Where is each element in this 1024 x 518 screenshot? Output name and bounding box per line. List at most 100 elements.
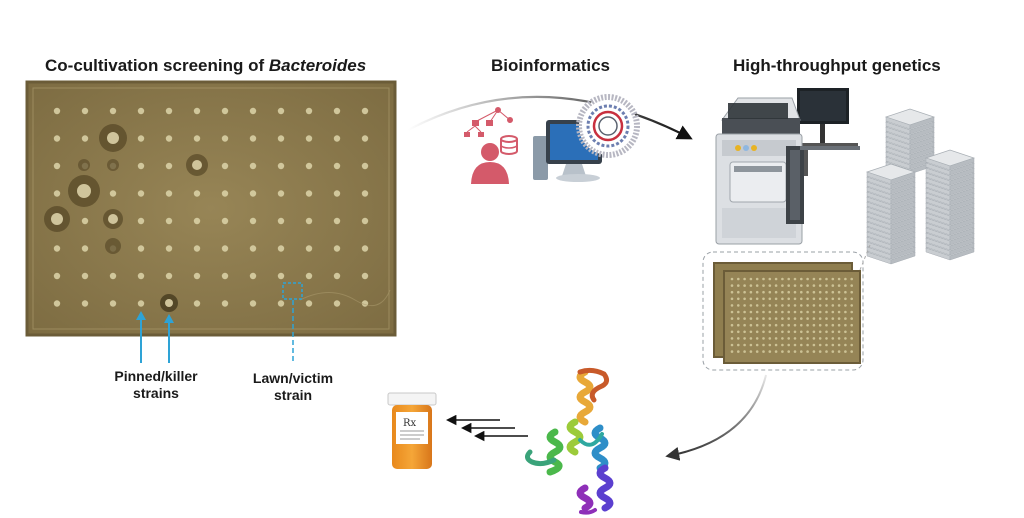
colony xyxy=(277,135,285,142)
arrows-to-drug xyxy=(445,414,528,442)
pinned-label-line2: strains xyxy=(133,385,179,401)
genetics-plates xyxy=(702,251,864,371)
colony xyxy=(81,300,89,307)
colony xyxy=(193,135,201,142)
colony xyxy=(165,190,173,197)
robot-icon xyxy=(715,88,860,245)
colony xyxy=(221,245,229,252)
screening-title: Co-cultivation screening of Bacteroides xyxy=(45,56,366,76)
colony xyxy=(333,217,341,225)
colony xyxy=(221,107,229,115)
colony xyxy=(277,245,285,252)
lawn-strain-label: Lawn/victim strain xyxy=(238,370,348,404)
colony xyxy=(137,272,145,280)
colony xyxy=(361,135,369,142)
plate-stack-icon xyxy=(865,108,976,265)
colony xyxy=(249,245,257,252)
colony xyxy=(221,190,229,197)
agar-plate xyxy=(25,80,397,337)
colony xyxy=(305,107,313,115)
flow-arrow-bottom xyxy=(665,374,767,461)
database-icon xyxy=(500,135,518,155)
colony xyxy=(333,107,341,115)
colony xyxy=(305,245,313,252)
colony xyxy=(53,245,61,252)
lawn-strain-marker xyxy=(282,282,303,363)
colony xyxy=(53,162,61,170)
colony xyxy=(249,272,257,280)
colony xyxy=(81,245,89,252)
genome-map-icon xyxy=(576,94,640,158)
colony xyxy=(137,162,145,170)
colony xyxy=(165,245,173,252)
colony xyxy=(305,217,313,225)
colony xyxy=(53,272,61,280)
colony xyxy=(221,272,229,280)
colony xyxy=(305,300,313,307)
colony xyxy=(333,190,341,197)
colony xyxy=(361,162,369,170)
colony xyxy=(333,245,341,252)
colony xyxy=(221,162,229,170)
colony xyxy=(53,190,61,197)
colony xyxy=(361,245,369,252)
colony xyxy=(81,135,89,142)
colony xyxy=(277,272,285,280)
colony xyxy=(193,217,201,225)
colony xyxy=(305,135,313,142)
colony xyxy=(109,190,117,197)
colony xyxy=(277,162,285,170)
colony xyxy=(249,190,257,197)
colony xyxy=(53,300,61,307)
colony xyxy=(137,245,145,252)
colony xyxy=(249,135,257,142)
colony xyxy=(221,135,229,142)
colony xyxy=(249,300,257,307)
colony xyxy=(277,300,285,307)
colony xyxy=(249,107,257,115)
colony xyxy=(81,272,89,280)
computer-icon xyxy=(533,120,602,182)
colony xyxy=(361,217,369,225)
colony xyxy=(193,190,201,197)
lawn-label-line1: Lawn/victim xyxy=(252,370,334,386)
colony xyxy=(165,272,173,280)
colony xyxy=(81,217,89,225)
colony xyxy=(137,107,145,115)
colony xyxy=(305,190,313,197)
colony xyxy=(333,162,341,170)
colony xyxy=(305,162,313,170)
colony xyxy=(333,300,341,307)
screening-title-genus: Bacteroides xyxy=(268,56,367,75)
colony xyxy=(193,300,201,307)
colony xyxy=(137,217,145,225)
colony xyxy=(277,190,285,197)
pinned-strain-pointers xyxy=(136,311,174,363)
colony xyxy=(81,107,89,115)
colony xyxy=(361,190,369,197)
colony xyxy=(333,272,341,280)
screening-title-prefix: Co-cultivation screening of xyxy=(45,56,269,75)
protein-icon xyxy=(524,367,614,515)
pill-bottle-icon: Rx xyxy=(387,392,437,469)
colony xyxy=(249,217,257,225)
genetics-title: High-throughput genetics xyxy=(733,56,941,75)
colony xyxy=(361,272,369,280)
colony xyxy=(165,135,173,142)
colony xyxy=(137,190,145,197)
lawn-label-line2: strain xyxy=(273,387,313,403)
colony xyxy=(165,107,173,115)
colony xyxy=(109,272,117,280)
colony xyxy=(361,107,369,115)
flow-arrow-top xyxy=(407,95,693,140)
colony xyxy=(53,107,61,115)
colony xyxy=(109,300,117,307)
person-icon xyxy=(471,143,509,184)
pinned-strains-label: Pinned/killer strains xyxy=(90,368,222,402)
colony xyxy=(193,272,201,280)
colony xyxy=(249,162,257,170)
colony xyxy=(165,162,173,170)
colony xyxy=(193,245,201,252)
colony xyxy=(221,300,229,307)
